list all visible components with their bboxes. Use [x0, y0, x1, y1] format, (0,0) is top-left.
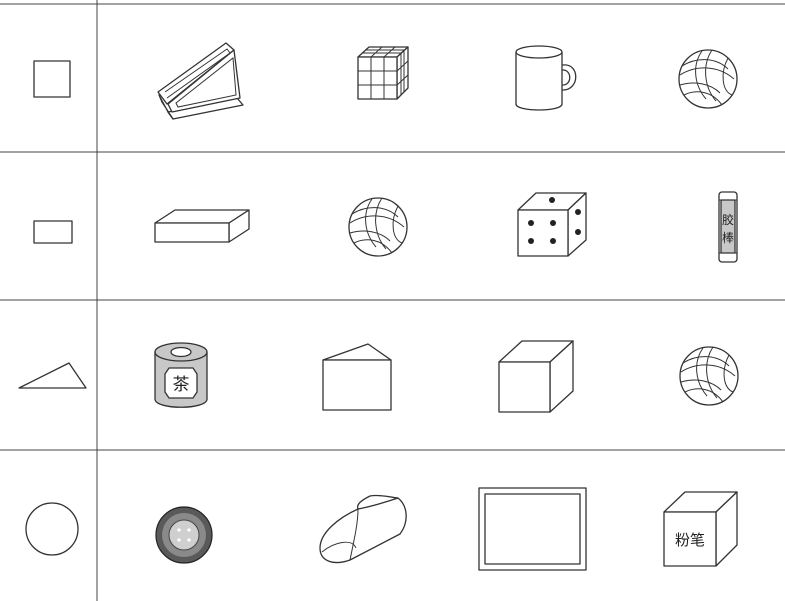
tea-can-label: 茶 — [173, 375, 190, 395]
chalk-box-label: 粉笔 — [675, 531, 705, 549]
row-2: 胶 棒 — [34, 192, 737, 262]
chalk-box-icon: 粉笔 — [664, 492, 737, 566]
volleyball-icon — [679, 50, 737, 108]
row-1 — [34, 43, 737, 119]
cube-icon — [499, 341, 573, 412]
picture-frame-icon — [479, 488, 586, 570]
rectangle-shape — [34, 221, 72, 243]
dice-icon — [518, 193, 586, 256]
pencil-case-icon — [158, 43, 243, 119]
rubiks-cube-icon — [358, 47, 408, 99]
glue-stick-icon: 胶 棒 — [719, 192, 737, 262]
triangle-shape — [19, 363, 86, 388]
tea-can-icon: 茶 — [155, 343, 207, 407]
triangular-prism-icon — [323, 344, 391, 410]
square-shape — [34, 61, 70, 97]
volleyball-icon — [349, 198, 407, 256]
glue-label-bottom: 棒 — [722, 231, 734, 245]
row-4: 粉笔 — [26, 488, 737, 570]
eraser-icon — [320, 495, 406, 562]
mug-icon — [516, 46, 576, 110]
brick-icon — [155, 210, 249, 242]
volleyball-icon — [680, 347, 738, 405]
glue-label-top: 胶 — [722, 212, 734, 227]
circle-shape — [26, 503, 78, 555]
button-icon — [156, 507, 212, 563]
row-3: 茶 — [19, 341, 738, 412]
